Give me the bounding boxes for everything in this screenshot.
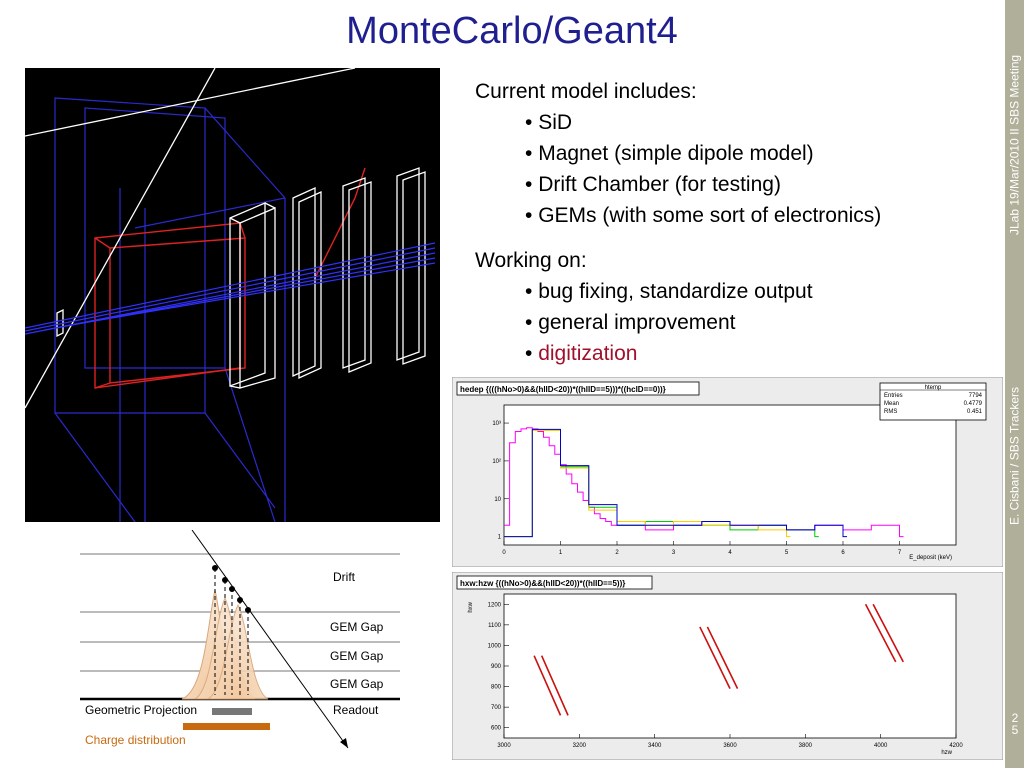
sidebar-author-text: E. Cisbani / SBS Trackers <box>1007 386 1022 525</box>
list-item: • Magnet (simple dipole model) <box>525 142 814 165</box>
plot2-x-tick-label: 3800 <box>799 743 813 749</box>
plot1-x-tick-label: 4 <box>728 550 732 556</box>
energy-deposit-histogram: hedep {(((hNo>0)&&(hlID<20))*((hlID==5))… <box>452 377 1003 567</box>
gem-label-readout: Readout <box>333 703 379 717</box>
plot1-x-tick-label: 5 <box>785 550 789 556</box>
gem-label-gap-3: GEM Gap <box>330 677 384 691</box>
plot1-x-tick-label: 6 <box>841 550 845 556</box>
plot1-x-tick-label: 1 <box>559 550 563 556</box>
plot2-track-segment <box>699 626 731 689</box>
plot2-y-tick-label: 1100 <box>488 623 502 629</box>
plot1-stats-label: Entries <box>884 393 903 399</box>
working-on-section: Working on: • bug fixing, standardize ou… <box>475 245 813 369</box>
plot1-stats-name: htemp <box>925 385 942 391</box>
slide-number-line1: 2 <box>1011 711 1019 725</box>
plot1-title: hedep {(((hNo>0)&&(hlID<20))*((hlID==5))… <box>460 385 666 394</box>
plot1-x-tick-label: 0 <box>502 550 506 556</box>
plot1-x-tick-label: 7 <box>898 550 902 556</box>
plot1-series-line <box>504 428 847 538</box>
plot1-y-tick-label: 10³ <box>492 421 501 427</box>
plot2-x-tick-label: 3000 <box>497 743 511 749</box>
gem-diagram <box>80 530 400 749</box>
plot2-x-tick-label: 3400 <box>648 743 662 749</box>
plot2-x-tick-label: 3200 <box>573 743 587 749</box>
plot2-ylabel: hxw <box>468 601 474 612</box>
gem-label-gap-1: GEM Gap <box>330 620 384 634</box>
plot2-track-segment <box>706 626 739 689</box>
plot1-stats-value: 0.4779 <box>964 401 983 407</box>
plot2-y-tick-label: 700 <box>491 705 502 711</box>
working-on-heading: Working on: <box>475 249 587 272</box>
plot2-x-tick-label: 4000 <box>874 743 888 749</box>
plot2-x-tick-label: 4200 <box>949 743 963 749</box>
plot1-stats-label: Mean <box>884 401 899 407</box>
slide-sidebar <box>1005 0 1024 768</box>
list-item: • general improvement <box>525 311 736 334</box>
gem-label-charge-distribution: Charge distribution <box>85 733 186 747</box>
plot2-track-segment <box>533 655 562 716</box>
plot1-xlabel: E_deposit (keV) <box>909 555 952 561</box>
geant4-detector-image <box>25 68 440 522</box>
gem-label-geometric-projection: Geometric Projection <box>85 703 198 717</box>
plot1-y-tick-label: 10 <box>494 497 501 503</box>
list-item: • Drift Chamber (for testing) <box>525 173 781 196</box>
plot2-title: hxw:hzw {((hNo>0)&&(hlID<20))*((hlID==5)… <box>460 579 625 588</box>
list-item: • GEMs (with some sort of electronics) <box>525 204 882 227</box>
plot1-stats-value: 0.451 <box>967 409 983 415</box>
plot2-track-segment <box>540 655 569 716</box>
hit-position-plot: hxw:hzw {((hNo>0)&&(hlID<20))*((hlID==5)… <box>452 572 1003 760</box>
slide-number-line2: 5 <box>1011 723 1019 737</box>
slide-title: MonteCarlo/Geant4 <box>346 10 678 52</box>
list-item: • SiD <box>525 111 573 134</box>
plot1-stats-label: RMS <box>884 409 897 415</box>
plot1-x-tick-label: 2 <box>615 550 619 556</box>
plot2-y-tick-label: 900 <box>491 664 502 670</box>
plot1-x-tick-label: 3 <box>672 550 676 556</box>
gem-label-drift: Drift <box>333 570 355 584</box>
plot2-track-segment <box>864 603 897 663</box>
slide-number: 2 5 <box>1007 712 1023 736</box>
gem-label-gap-2: GEM Gap <box>330 649 384 663</box>
current-model-list: • SiD • Magnet (simple dipole model) • D… <box>475 107 881 231</box>
sidebar-meeting-text: JLab 19/Mar/2010 II SBS Meeting <box>1007 54 1022 235</box>
plot2-y-tick-label: 1200 <box>488 602 502 608</box>
current-model-section: Current model includes: • SiD • Magnet (… <box>475 76 881 231</box>
current-model-heading: Current model includes: <box>475 80 697 103</box>
plot1-y-tick-label: 1 <box>498 535 502 541</box>
plot2-y-tick-label: 1000 <box>488 643 502 649</box>
list-item: • bug fixing, standardize output <box>525 280 813 303</box>
working-on-list: • bug fixing, standardize output • gener… <box>475 276 813 369</box>
plot2-xlabel: hzw <box>941 750 952 756</box>
list-item: • digitization <box>525 342 638 365</box>
plot2-x-tick-label: 3600 <box>723 743 737 749</box>
plot1-stats-value: 7794 <box>969 393 983 399</box>
plot1-stats-box: htemp Entries 7794 Mean 0.4779 RMS 0.451 <box>879 382 987 421</box>
plot2-y-tick-label: 600 <box>491 726 502 732</box>
plot1-y-tick-label: 10² <box>492 459 501 465</box>
plot2-y-tick-label: 800 <box>491 685 502 691</box>
plot2-track-segment <box>872 603 904 663</box>
